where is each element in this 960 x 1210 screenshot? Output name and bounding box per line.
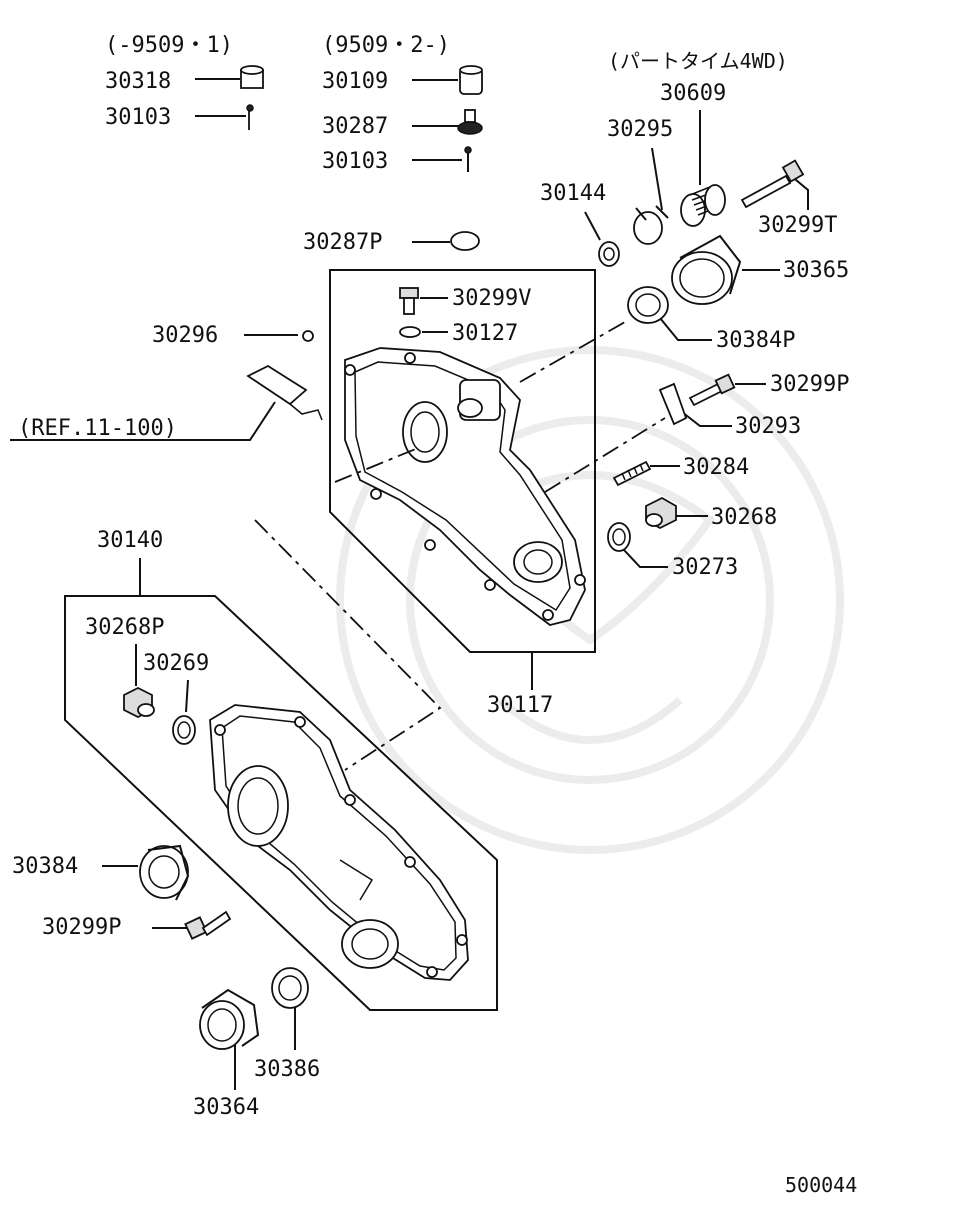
svg-text:30364: 30364 (193, 1095, 259, 1120)
svg-text:30299T: 30299T (758, 213, 837, 238)
part-30269[interactable]: 30269 (143, 651, 209, 745)
svg-text:30318: 30318 (105, 69, 171, 94)
part-30318[interactable]: 30318 (105, 65, 264, 94)
svg-text:30299P: 30299P (770, 372, 849, 397)
part-30144[interactable]: 30144 (540, 181, 620, 267)
note-parttime-4wd: (パートタイム4WD) (608, 49, 788, 73)
part-30299V[interactable]: 30299V (399, 286, 531, 315)
svg-text:30384P: 30384P (716, 328, 795, 353)
part-30287P[interactable]: 30287P (303, 230, 480, 255)
svg-text:30386: 30386 (254, 1057, 320, 1082)
box-30140 (64, 558, 498, 1011)
svg-text:30299P: 30299P (42, 915, 121, 940)
alignment-lines (254, 321, 666, 771)
part-30293[interactable]: 30293 (658, 382, 801, 439)
svg-text:30293: 30293 (735, 414, 801, 439)
part-30268[interactable]: 30268 (645, 496, 777, 530)
svg-text:30287: 30287 (322, 114, 388, 139)
part-30103-late[interactable]: 30103 (322, 146, 472, 174)
svg-text:30144: 30144 (540, 181, 606, 206)
part-30127[interactable]: 30127 (399, 321, 518, 346)
part-30273[interactable]: 30273 (607, 522, 738, 580)
part-30284[interactable]: 30284 (612, 455, 749, 487)
svg-text:30299V: 30299V (452, 286, 531, 311)
part-30295[interactable]: 30295 (607, 117, 673, 245)
svg-text:30287P: 30287P (303, 230, 382, 255)
part-30287[interactable]: 30287 (322, 109, 483, 139)
svg-text:30103: 30103 (105, 105, 171, 130)
label-30140[interactable]: 30140 (97, 528, 163, 553)
svg-text:30295: 30295 (607, 117, 673, 142)
transfer-rear-case (209, 704, 469, 981)
svg-text:30384: 30384 (12, 854, 78, 879)
watermark-emblem (336, 346, 844, 854)
diagram-id: 500044 (785, 1173, 857, 1197)
svg-text:30127: 30127 (452, 321, 518, 346)
note-ref: (REF.11-100) (18, 416, 177, 441)
svg-text:30269: 30269 (143, 651, 209, 676)
part-30386[interactable]: 30386 (254, 967, 320, 1082)
part-30609[interactable]: 30609 (660, 81, 726, 227)
svg-text:30273: 30273 (672, 555, 738, 580)
svg-text:30296: 30296 (152, 323, 218, 348)
part-30299P-lower[interactable]: 30299P (42, 910, 232, 940)
svg-text:30268P: 30268P (85, 615, 164, 640)
label-30117[interactable]: 30117 (487, 693, 553, 718)
svg-text:30109: 30109 (322, 69, 388, 94)
ref-connector (10, 364, 323, 441)
part-30364[interactable]: 30364 (193, 988, 259, 1120)
svg-text:30268: 30268 (711, 505, 777, 530)
part-30384[interactable]: 30384 (12, 844, 190, 901)
transfer-front-cover (344, 347, 586, 626)
note-date-range-early: (-9509・1) (105, 33, 233, 58)
part-30109[interactable]: 30109 (322, 65, 483, 95)
note-date-range-late: (9509・2-) (322, 33, 450, 58)
svg-text:30284: 30284 (683, 455, 749, 480)
part-30299T[interactable]: 30299T (740, 159, 837, 238)
svg-text:30609: 30609 (660, 81, 726, 106)
part-30268P[interactable]: 30268P (85, 615, 164, 719)
part-30299P-upper[interactable]: 30299P (688, 372, 849, 407)
part-30296[interactable]: 30296 (152, 323, 314, 348)
box-30117 (329, 269, 596, 690)
part-30103-early[interactable]: 30103 (105, 104, 254, 130)
svg-text:30365: 30365 (783, 258, 849, 283)
part-30384P[interactable]: 30384P (627, 286, 795, 353)
svg-text:30103: 30103 (322, 149, 388, 174)
part-30365[interactable]: 30365 (671, 234, 849, 305)
